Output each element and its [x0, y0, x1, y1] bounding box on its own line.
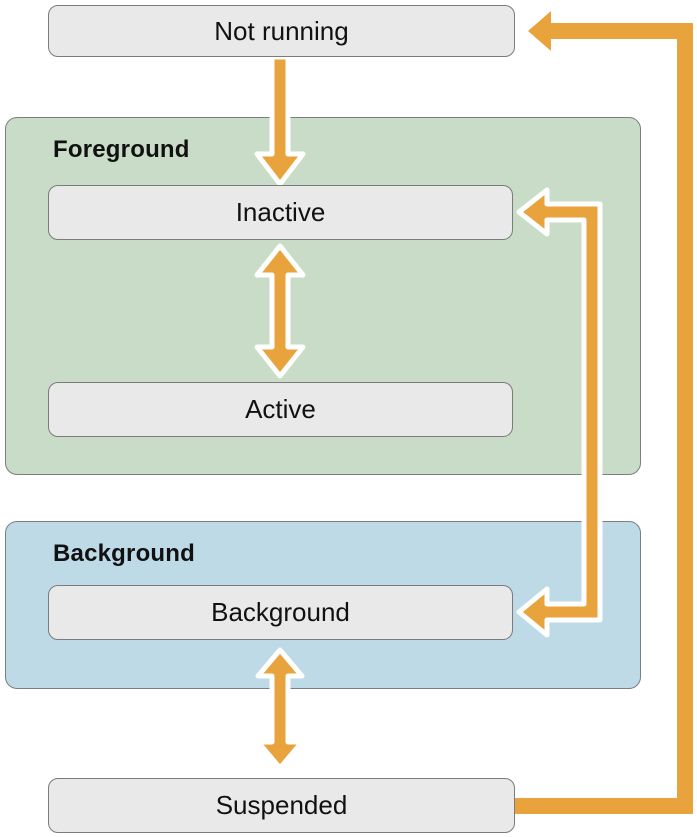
node-active: Active	[48, 382, 513, 437]
node-inactive: Inactive	[48, 185, 513, 240]
foreground-group-label: Foreground	[53, 136, 190, 163]
node-suspended: Suspended	[48, 778, 515, 833]
node-active-label: Active	[245, 394, 316, 424]
node-background: Background	[48, 585, 513, 640]
node-not-running: Not running	[48, 5, 515, 57]
background-group-label: Background	[53, 540, 196, 567]
node-background-label: Background	[211, 597, 350, 627]
node-suspended-label: Suspended	[215, 790, 348, 820]
node-inactive-label: Inactive	[235, 197, 326, 227]
node-not-running-label: Not running	[214, 15, 349, 46]
